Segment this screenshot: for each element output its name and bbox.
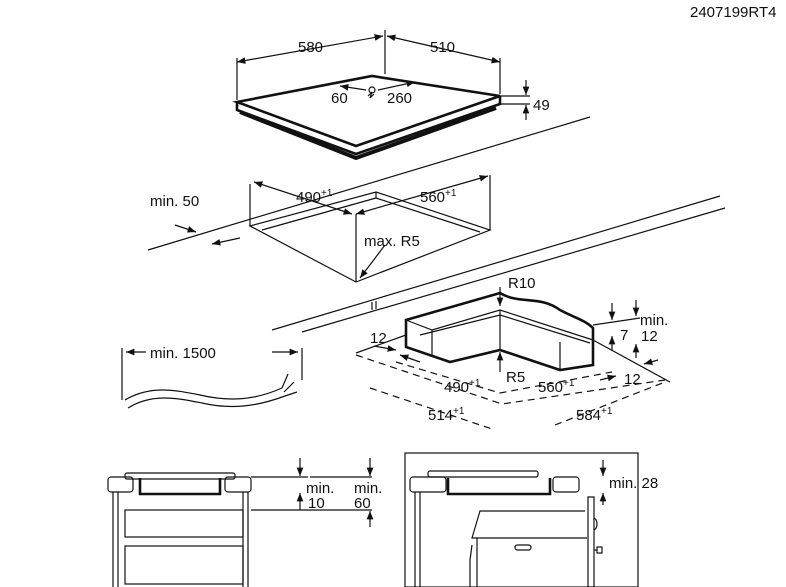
inner-width-label: 490+1 [444, 378, 481, 396]
r5-label: R5 [506, 369, 525, 386]
drawer-gap-value: 10 [308, 495, 325, 512]
hob-depth-label: 510 [430, 39, 455, 56]
min-value-label: 12 [641, 328, 658, 345]
hob-illustration [232, 30, 530, 161]
max-radius-label: max. R5 [364, 233, 420, 250]
cable-illustration [121, 348, 303, 409]
worktop-cutout [147, 116, 726, 333]
drawing-code: 2407199RT4 [690, 4, 776, 21]
inner-depth-label: 560+1 [538, 378, 575, 396]
right-offset-label: 12 [624, 371, 641, 388]
drawer-min-label-1: min. [306, 480, 334, 497]
conn-left-label: 60 [331, 90, 348, 107]
cutout-depth-label: 560+1 [420, 188, 457, 206]
seal-detail [355, 287, 671, 431]
oven-min-gap-label: min. 28 [609, 475, 658, 492]
conn-right-label: 260 [387, 90, 412, 107]
left-offset-label: 12 [370, 330, 387, 347]
hob-height-label: 49 [533, 97, 550, 114]
hob-width-label: 580 [298, 39, 323, 56]
cutout-width-label: 490+1 [296, 188, 333, 206]
outer-depth-label: 584+1 [576, 406, 613, 424]
r10-label: R10 [508, 275, 536, 292]
gap-label: 7 [620, 327, 628, 344]
min-front-label: min. 50 [150, 193, 199, 210]
cable-length-label: min. 1500 [150, 345, 216, 362]
drawer-section [107, 458, 374, 587]
drawer-min-label-2: min. [354, 480, 382, 497]
min-label: min. [640, 312, 668, 329]
outer-width-label: 514+1 [428, 406, 465, 424]
drawer-clear-value: 60 [354, 495, 371, 512]
oven-section [404, 452, 639, 587]
